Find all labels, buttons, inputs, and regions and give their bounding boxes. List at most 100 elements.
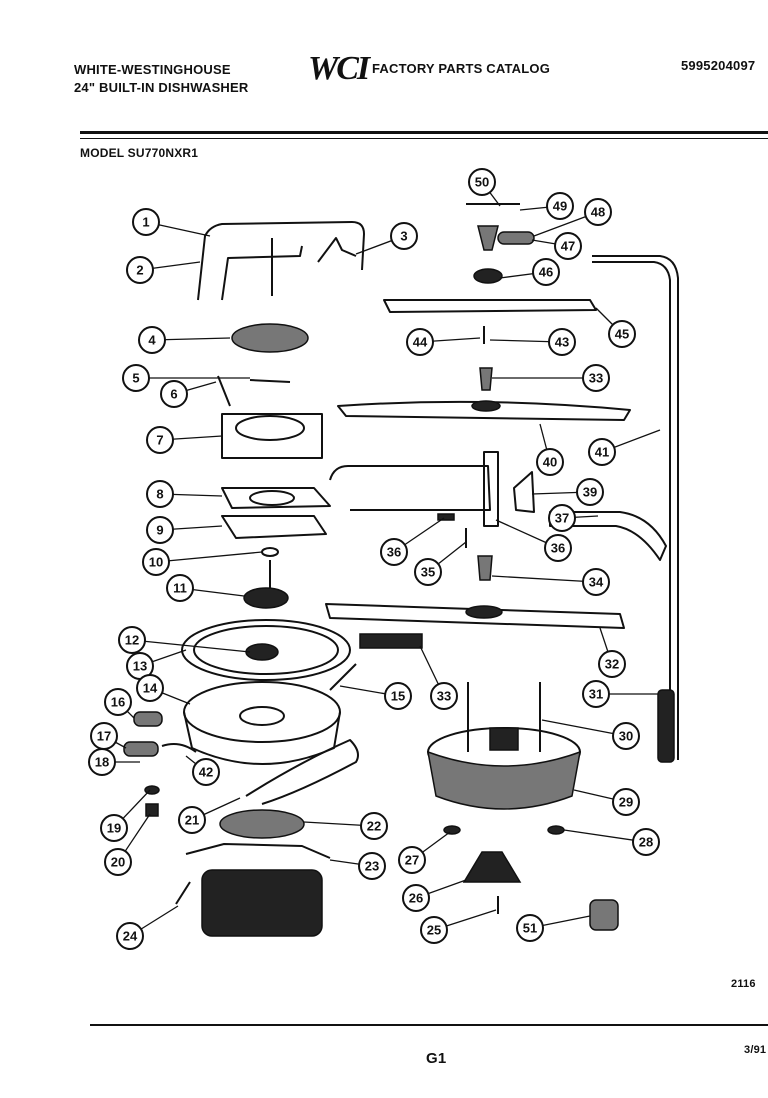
callout-number-51: 51 bbox=[523, 921, 537, 936]
fitting-17-drawing bbox=[123, 741, 159, 757]
callout-number-22: 22 bbox=[367, 819, 381, 834]
callout-26: 26 bbox=[402, 884, 430, 912]
callout-number-17: 17 bbox=[97, 729, 111, 744]
callout-number-24: 24 bbox=[123, 929, 138, 944]
pump-housing-ring-drawing bbox=[235, 415, 305, 441]
callout-42: 42 bbox=[192, 758, 220, 786]
lower-arm-hub-drawing bbox=[465, 605, 503, 619]
callout-circle-36 bbox=[380, 538, 408, 566]
callout-46: 46 bbox=[532, 258, 560, 286]
callout-circle-7 bbox=[146, 426, 174, 454]
wci-logo: WCI bbox=[308, 50, 370, 87]
leader-line-10 bbox=[155, 551, 263, 563]
callout-circle-21 bbox=[178, 806, 206, 834]
feed-tube-drawing bbox=[197, 221, 365, 301]
callout-16: 16 bbox=[104, 688, 132, 716]
callout-39: 39 bbox=[576, 478, 604, 506]
clip-drawing bbox=[317, 237, 357, 263]
callout-number-6: 6 bbox=[170, 387, 177, 402]
bearing-lower-drawing bbox=[477, 555, 493, 581]
callout-4: 4 bbox=[138, 326, 166, 354]
callout-7: 7 bbox=[146, 426, 174, 454]
callout-circle-42 bbox=[192, 758, 220, 786]
callout-number-34: 34 bbox=[589, 575, 604, 590]
callout-circle-34 bbox=[582, 568, 610, 596]
callout-number-47: 47 bbox=[561, 239, 575, 254]
callout-circle-15 bbox=[384, 682, 412, 710]
housing-28-post-drawing bbox=[489, 727, 519, 751]
leader-line-34 bbox=[491, 575, 597, 583]
callout-35: 35 bbox=[414, 558, 442, 586]
callout-number-4: 4 bbox=[148, 333, 156, 348]
callout-circle-19 bbox=[100, 814, 128, 842]
upper-spray-arm-drawing bbox=[337, 400, 631, 421]
rod-drawing bbox=[329, 663, 357, 691]
callout-number-14: 14 bbox=[143, 681, 158, 696]
pulley-inner-drawing bbox=[193, 625, 339, 675]
callout-24: 24 bbox=[116, 922, 144, 950]
callout-circle-46 bbox=[532, 258, 560, 286]
callout-45: 45 bbox=[608, 320, 636, 348]
nozzle-46-drawing bbox=[497, 231, 535, 245]
valve-47-drawing bbox=[477, 225, 499, 251]
callout-circle-33 bbox=[582, 364, 610, 392]
callout-40: 40 bbox=[536, 448, 564, 476]
cap-drawing bbox=[219, 809, 305, 839]
callout-18: 18 bbox=[88, 748, 116, 776]
callout-circle-43 bbox=[548, 328, 576, 356]
callout-20: 20 bbox=[104, 848, 132, 876]
callout-44: 44 bbox=[406, 328, 434, 356]
callout-number-12: 12 bbox=[125, 633, 139, 648]
callout-50: 50 bbox=[468, 168, 496, 196]
callout-circle-8 bbox=[146, 480, 174, 508]
gasket-8-hole-drawing bbox=[249, 490, 295, 506]
pulley-hub-drawing bbox=[245, 643, 279, 661]
drain-loop-drawing bbox=[245, 739, 359, 805]
pump-housing-drawing bbox=[221, 413, 323, 459]
callout-number-43: 43 bbox=[555, 335, 569, 350]
callout-number-10: 10 bbox=[149, 555, 163, 570]
callout-number-37: 37 bbox=[555, 511, 569, 526]
callout-number-28: 28 bbox=[639, 835, 653, 850]
callout-37: 37 bbox=[548, 504, 576, 532]
callout-number-20: 20 bbox=[111, 855, 125, 870]
callout-21: 21 bbox=[178, 806, 206, 834]
callout-8: 8 bbox=[146, 480, 174, 508]
bearing-upper-drawing bbox=[479, 367, 493, 391]
callout-circle-30 bbox=[612, 722, 640, 750]
support-37-drawing bbox=[513, 471, 535, 513]
callout-circle-49 bbox=[546, 192, 574, 220]
callout-circle-5 bbox=[122, 364, 150, 392]
callout-circle-10 bbox=[142, 548, 170, 576]
callout-number-13: 13 bbox=[133, 659, 147, 674]
callout-36: 36 bbox=[380, 538, 408, 566]
callout-circle-1 bbox=[132, 208, 160, 236]
bushing-50-drawing bbox=[589, 899, 619, 931]
header-rule-bottom bbox=[80, 138, 768, 139]
callout-circle-14 bbox=[136, 674, 164, 702]
callout-number-26: 26 bbox=[409, 891, 423, 906]
callout-number-11: 11 bbox=[173, 581, 187, 596]
callout-number-33: 33 bbox=[437, 689, 451, 704]
callout-number-3: 3 bbox=[400, 229, 407, 244]
callout-number-35: 35 bbox=[421, 565, 435, 580]
callout-number-8: 8 bbox=[156, 487, 163, 502]
callout-number-15: 15 bbox=[391, 689, 405, 704]
callout-circle-45 bbox=[608, 320, 636, 348]
callout-number-48: 48 bbox=[591, 205, 605, 220]
brand-name: WHITE-WESTINGHOUSE bbox=[74, 62, 231, 77]
callout-number-49: 49 bbox=[553, 199, 567, 214]
callout-circle-3 bbox=[390, 222, 418, 250]
header-rule-top bbox=[80, 131, 768, 134]
callout-circle-40 bbox=[536, 448, 564, 476]
screw-23-drawing bbox=[175, 881, 191, 905]
callout-22: 22 bbox=[360, 812, 388, 840]
callout-number-5: 5 bbox=[132, 371, 139, 386]
catalog-number: 5995204097 bbox=[681, 58, 756, 73]
feed-tube-40-drawing bbox=[592, 261, 671, 760]
callout-number-29: 29 bbox=[619, 795, 633, 810]
impeller-drawing bbox=[243, 587, 289, 609]
callout-circle-4 bbox=[138, 326, 166, 354]
callout-33: 33 bbox=[430, 682, 458, 710]
